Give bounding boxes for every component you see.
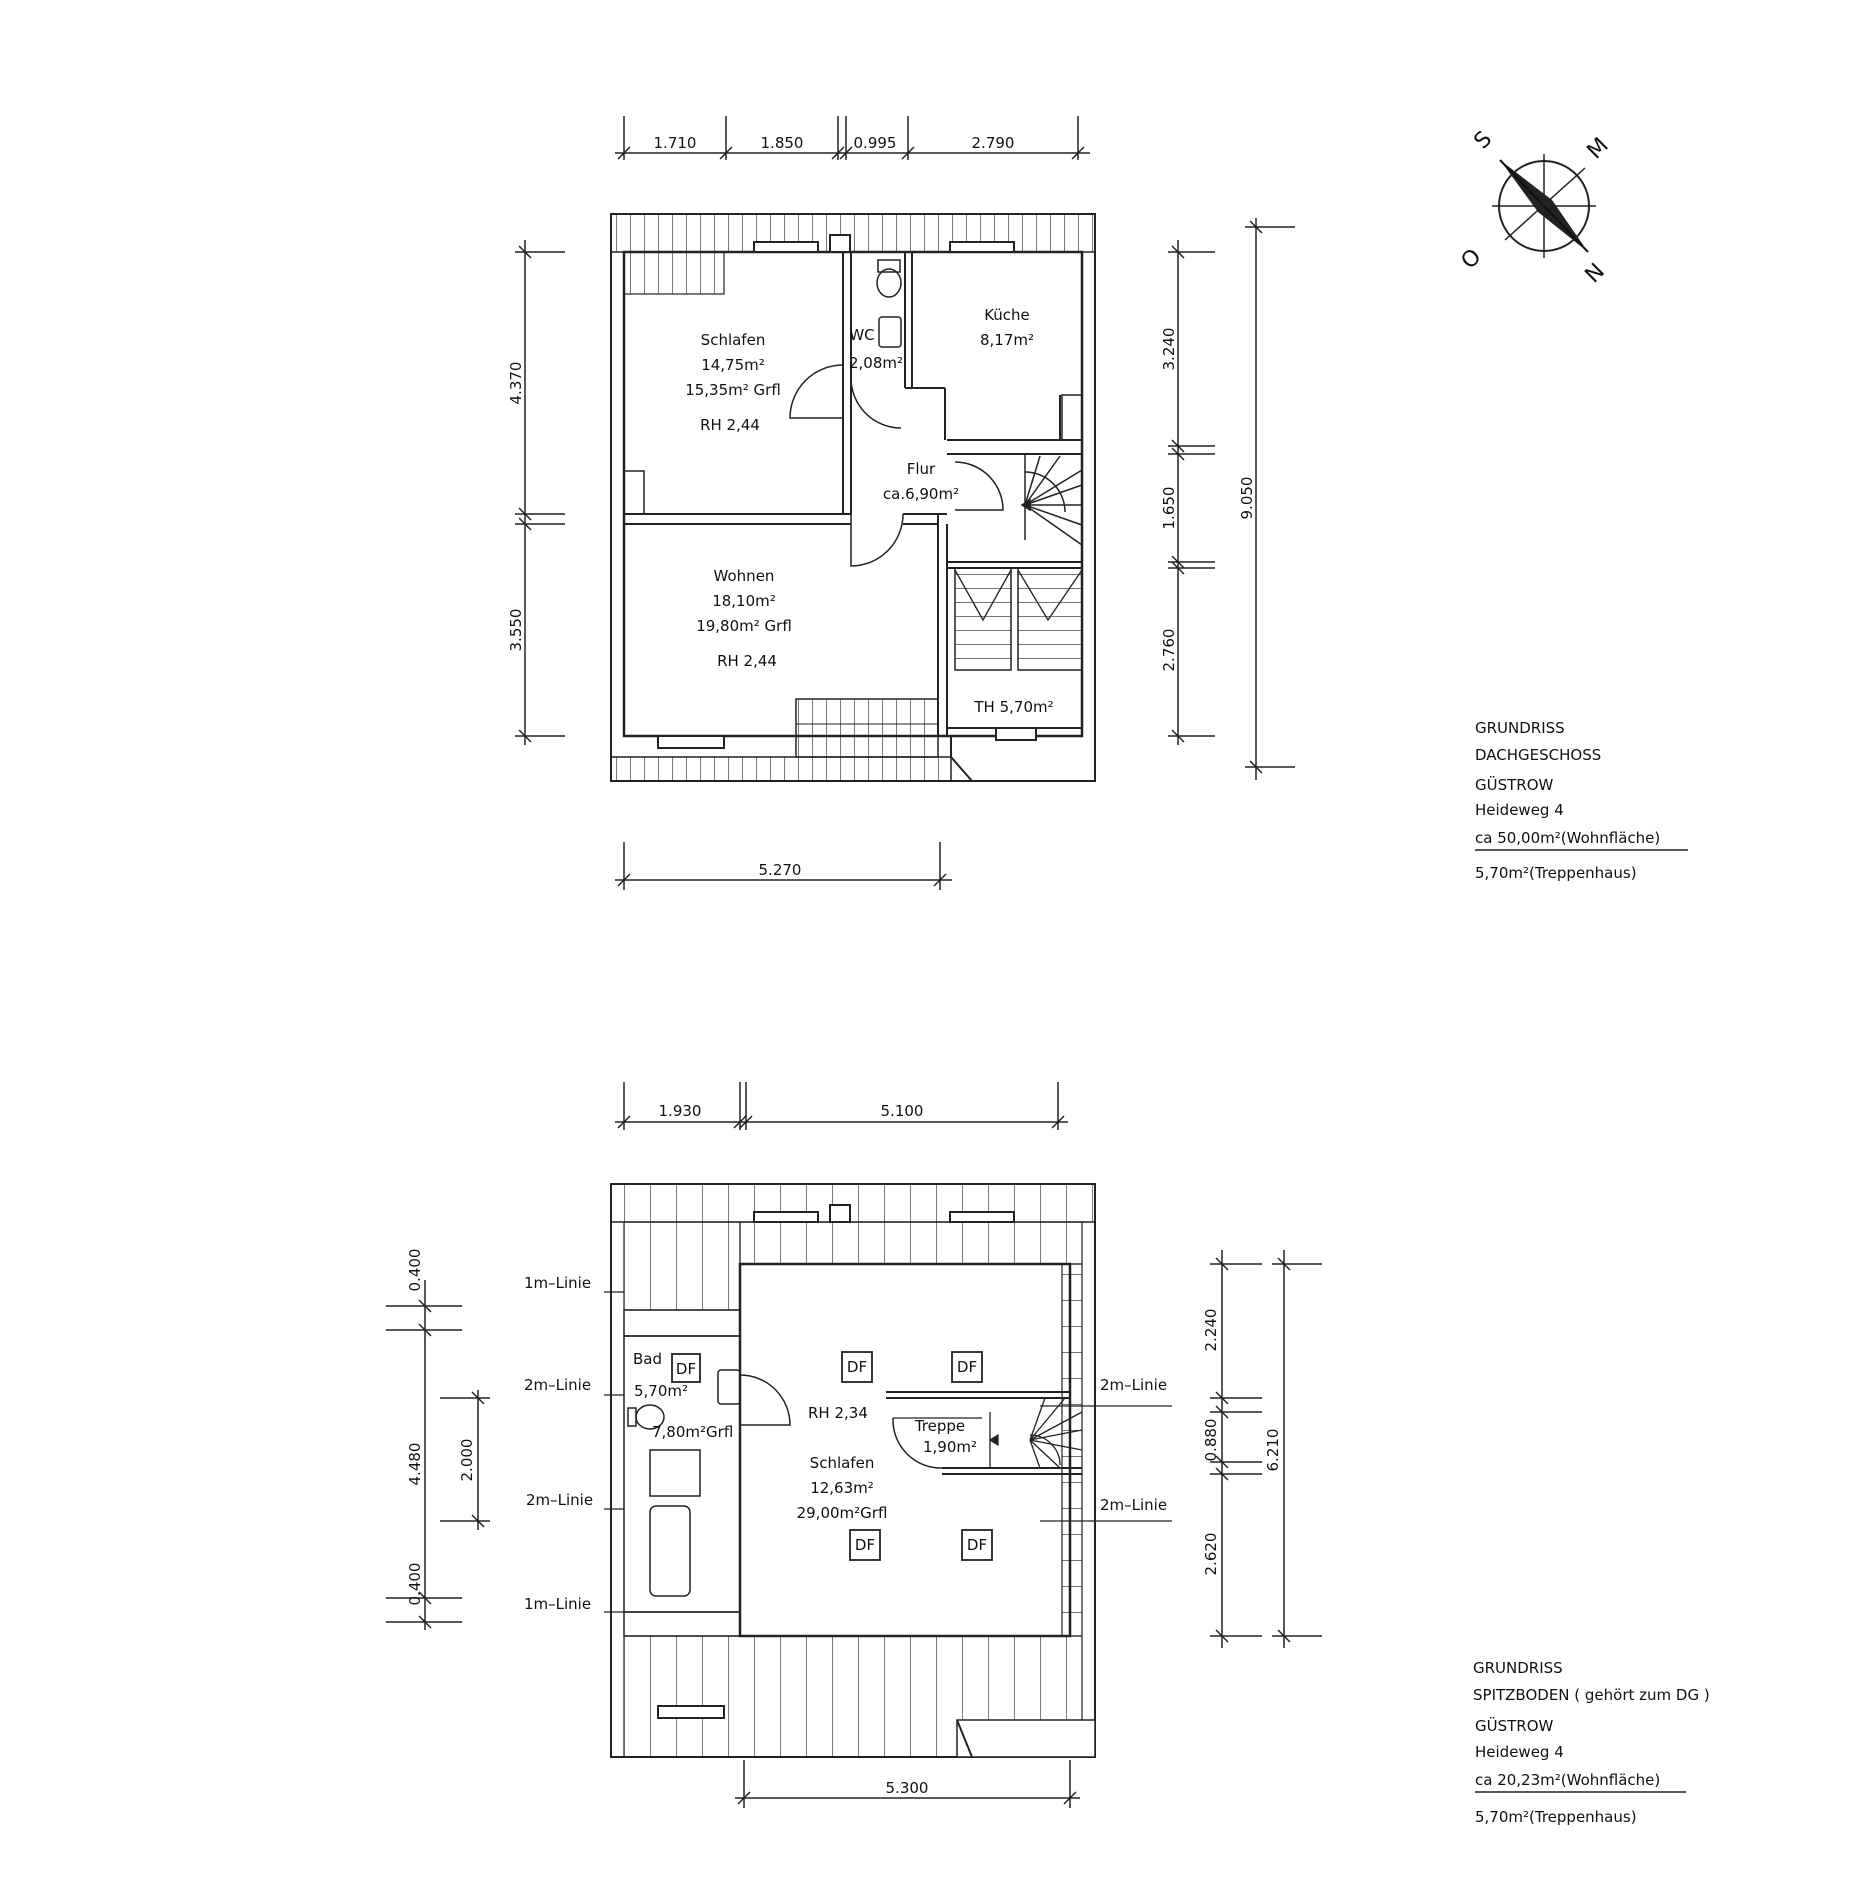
dg-dim-top-4: 2.790 bbox=[972, 134, 1015, 152]
dachgeschoss-plan bbox=[610, 213, 1096, 782]
sb-linie-2m-right-top: 2m–Linie bbox=[1100, 1376, 1167, 1394]
sb-dim-right-1: 2.240 bbox=[1202, 1309, 1220, 1352]
dg-dim-top-3: 0.995 bbox=[854, 134, 897, 152]
sb-bad-name: Bad bbox=[633, 1350, 662, 1368]
dg-wohnen-name: Wohnen bbox=[714, 567, 775, 585]
sb-schlafen-room bbox=[738, 1262, 1072, 1638]
compass-rose: S M O N bbox=[1457, 127, 1614, 289]
sb-title-line6: 5,70m²(Treppenhaus) bbox=[1475, 1808, 1637, 1826]
sb-dim-right-total: 6.210 bbox=[1264, 1429, 1282, 1472]
sb-treppe-area: 1,90m² bbox=[923, 1438, 977, 1456]
sb-title-line1: GRUNDRISS bbox=[1473, 1659, 1563, 1677]
sb-linie-1m-bottom: 1m–Linie bbox=[524, 1595, 591, 1613]
dg-title-line5: ca 50,00m²(Wohnfläche) bbox=[1475, 829, 1660, 847]
dg-inner-wall bbox=[622, 250, 1084, 738]
sb-dim-inner-left: 2.000 bbox=[458, 1439, 476, 1482]
sb-dim-left-1: 0.400 bbox=[406, 1249, 424, 1292]
compass-m-label: M bbox=[1583, 133, 1614, 164]
dg-window bbox=[949, 241, 1015, 253]
dg-wc-name: WC bbox=[849, 326, 874, 344]
sb-schlafen-rh: RH 2,34 bbox=[808, 1404, 868, 1422]
dg-wohnen-grfl: 19,80m² Grfl bbox=[696, 617, 792, 635]
dg-title-line3: GÜSTROW bbox=[1475, 775, 1554, 794]
dg-title-line2: DACHGESCHOSS bbox=[1475, 746, 1601, 764]
sb-dim-right-2: 0.880 bbox=[1202, 1419, 1220, 1462]
compass-s-label: S bbox=[1470, 127, 1498, 155]
sb-df-3: DF bbox=[855, 1536, 875, 1554]
dg-dim-right-3: 2.760 bbox=[1160, 629, 1178, 672]
sb-dimension-lines bbox=[386, 1082, 1322, 1808]
sb-linie-1m-top: 1m–Linie bbox=[524, 1274, 591, 1292]
sb-title-block: GRUNDRISS SPITZBODEN ( gehört zum DG ) G… bbox=[1473, 1659, 1710, 1826]
dg-wohnen-rh: RH 2,44 bbox=[717, 652, 777, 670]
dg-dim-right-1: 3.240 bbox=[1160, 328, 1178, 371]
sb-dim-left-3: 0.400 bbox=[406, 1563, 424, 1606]
sb-title-line3: GÜSTROW bbox=[1475, 1716, 1554, 1735]
sb-dim-bottom: 5.300 bbox=[886, 1779, 929, 1797]
sb-df-4: DF bbox=[967, 1536, 987, 1554]
dg-dim-right-total: 9.050 bbox=[1238, 477, 1256, 520]
sb-df-1: DF bbox=[847, 1358, 867, 1376]
dg-dim-bottom: 5.270 bbox=[759, 861, 802, 879]
dg-schlafen-rh: RH 2,44 bbox=[700, 416, 760, 434]
dg-wohnen-area: 18,10m² bbox=[712, 592, 776, 610]
dg-schlafen-area: 14,75m² bbox=[701, 356, 765, 374]
sb-dim-right-3: 2.620 bbox=[1202, 1533, 1220, 1576]
dg-kueche-name: Küche bbox=[984, 306, 1030, 324]
dg-outer-wall bbox=[610, 213, 1096, 782]
dg-title-block: GRUNDRISS DACHGESCHOSS GÜSTROW Heideweg … bbox=[1475, 719, 1688, 882]
sb-linie-2m-left-bottom: 2m–Linie bbox=[526, 1491, 593, 1509]
sb-dim-left-2: 4.480 bbox=[406, 1443, 424, 1486]
dg-dim-top-1: 1.710 bbox=[654, 134, 697, 152]
sb-schlafen-area: 12,63m² bbox=[810, 1479, 874, 1497]
dg-eaves-bottom bbox=[610, 756, 952, 782]
sb-dim-top-2: 5.100 bbox=[881, 1102, 924, 1120]
compass-n-label: N bbox=[1581, 259, 1610, 288]
dg-title-line4: Heideweg 4 bbox=[1475, 801, 1564, 819]
dg-th-label: TH 5,70m² bbox=[973, 698, 1053, 716]
sb-title-line5: ca 20,23m²(Wohnfläche) bbox=[1475, 1771, 1660, 1789]
dg-dimension-lines bbox=[515, 116, 1295, 890]
dg-title-line1: GRUNDRISS bbox=[1475, 719, 1565, 737]
sb-treppe-name: Treppe bbox=[914, 1417, 965, 1435]
sb-linie-2m-left-top: 2m–Linie bbox=[524, 1376, 591, 1394]
sb-linie-2m-right-bottom: 2m–Linie bbox=[1100, 1496, 1167, 1514]
dg-dim-right-2: 1.650 bbox=[1160, 487, 1178, 530]
sb-bad-grfl: 7,80m²Grfl bbox=[652, 1423, 733, 1441]
sb-bad-area: 5,70m² bbox=[634, 1382, 688, 1400]
sb-df-2: DF bbox=[957, 1358, 977, 1376]
dg-schlafen-grfl: 15,35m² Grfl bbox=[685, 381, 781, 399]
dg-dim-top-2: 1.850 bbox=[761, 134, 804, 152]
sb-df-boxes bbox=[671, 1351, 993, 1561]
dg-title-line6: 5,70m²(Treppenhaus) bbox=[1475, 864, 1637, 882]
sb-dim-top-1: 1.930 bbox=[659, 1102, 702, 1120]
dg-eaves-top bbox=[610, 213, 1096, 253]
dg-dim-left-1: 4.370 bbox=[507, 362, 525, 405]
dg-schlafen-name: Schlafen bbox=[701, 331, 766, 349]
dg-flur-area: ca.6,90m² bbox=[883, 485, 959, 503]
dg-window bbox=[753, 241, 819, 253]
dg-kueche-area: 8,17m² bbox=[980, 331, 1034, 349]
sb-df-bad: DF bbox=[676, 1360, 696, 1378]
sb-title-line2: SPITZBODEN ( gehört zum DG ) bbox=[1473, 1686, 1710, 1704]
dg-dim-left-2: 3.550 bbox=[507, 609, 525, 652]
dg-flur-name: Flur bbox=[907, 460, 936, 478]
spitzboden-plan bbox=[604, 1183, 1172, 1758]
sb-title-line4: Heideweg 4 bbox=[1475, 1743, 1564, 1761]
dg-wc-area: 2,08m² bbox=[849, 354, 903, 372]
sb-schlafen-name: Schlafen bbox=[810, 1454, 875, 1472]
compass-o-label: O bbox=[1457, 244, 1487, 274]
sb-schlafen-grfl: 29,00m²Grfl bbox=[797, 1504, 888, 1522]
